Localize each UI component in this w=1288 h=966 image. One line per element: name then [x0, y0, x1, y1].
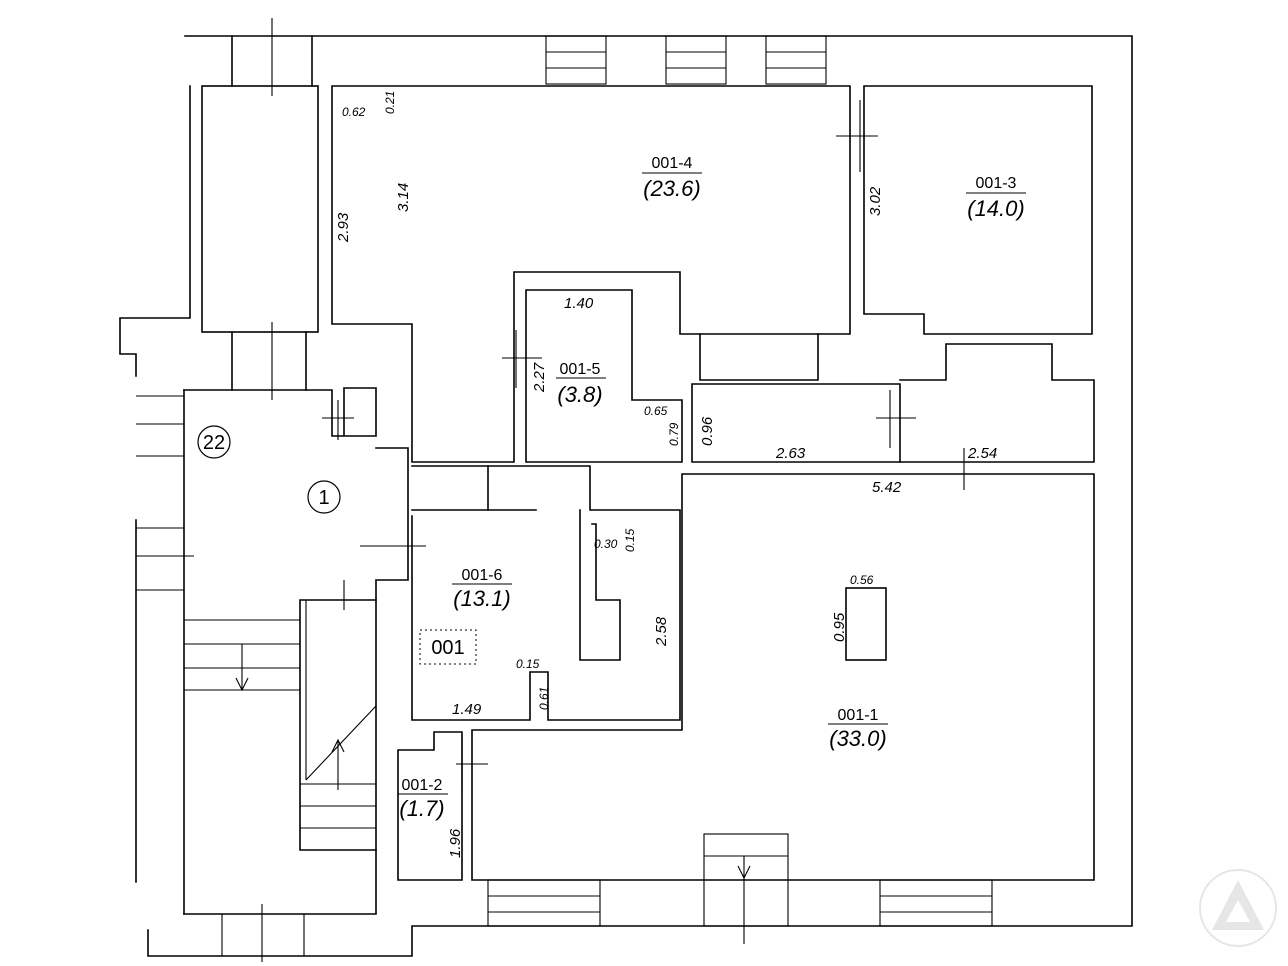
room-label-001-4: 001-4 (23.6) [642, 155, 702, 201]
dim-label: 2.27 [531, 362, 548, 393]
dim-label: 1.40 [564, 295, 594, 312]
room-area: (1.7) [399, 796, 444, 821]
room-001-2-walls [397, 731, 463, 881]
dim-label: 0.61 [537, 687, 551, 710]
dimensions: 0.62 0.21 3.14 2.93 3.02 1.40 2.27 0.65 … [335, 91, 997, 858]
room-area: (14.0) [967, 196, 1024, 221]
outer-walls [119, 35, 1133, 957]
dim-label: 3.14 [395, 183, 412, 212]
room-label-001-5: 001-5 (3.8) [556, 361, 606, 407]
room-label-001-6: 001-6 (13.1) [452, 567, 512, 611]
dim-label: 3.02 [867, 186, 884, 216]
room-001-5-walls [525, 289, 683, 463]
room-right-annex-walls [899, 343, 1095, 463]
room-id: 001-3 [976, 175, 1017, 192]
dim-label: 0.79 [667, 422, 681, 446]
stair-marker-circle [197, 425, 231, 459]
dim-label: 1.49 [452, 701, 482, 718]
stair-number: 22 [203, 432, 225, 454]
dim-label: 1.96 [447, 828, 464, 858]
dim-label: 2.58 [653, 616, 670, 647]
triangle-logo-icon [1199, 869, 1277, 947]
dim-label: 0.56 [850, 573, 874, 587]
room-id: 001-2 [402, 777, 443, 794]
room-area: (3.8) [557, 382, 602, 407]
dim-label: 2.63 [775, 445, 806, 462]
left-steps [136, 395, 194, 591]
dim-label: 0.15 [516, 657, 540, 671]
top-windows [545, 35, 827, 85]
dim-label: 0.95 [831, 612, 848, 642]
floor-marker-circle [307, 480, 341, 514]
room-001-4-walls [331, 85, 851, 463]
room-label-001-3: 001-3 (14.0) [966, 175, 1026, 221]
dim-label: 0.96 [699, 416, 716, 446]
dim-label: 0.65 [644, 404, 668, 418]
dim-label: 2.54 [967, 445, 997, 462]
dim-label: 0.15 [623, 528, 637, 552]
floor-number: 1 [318, 487, 329, 509]
dim-label: 0.62 [342, 105, 366, 119]
room-id: 001-5 [560, 361, 601, 378]
room-id: 001-1 [838, 707, 879, 724]
corridor-right-walls [699, 333, 819, 381]
dim-label: 0.21 [383, 91, 397, 114]
staircase [183, 35, 409, 956]
room-id: 001-6 [462, 567, 503, 584]
room-001-3-walls [863, 85, 1093, 335]
room-area: (13.1) [453, 586, 510, 611]
column [845, 587, 887, 661]
room-area: (23.6) [643, 176, 700, 201]
room-area: (33.0) [829, 726, 886, 751]
room-label-001-2: 001-2 (1.7) [398, 777, 448, 821]
bottom-windows [487, 833, 993, 944]
room-001-6-walls [411, 465, 681, 721]
room-label-001-1: 001-1 (33.0) [828, 707, 888, 751]
apartment-label: 001 [431, 637, 464, 659]
dim-label: 0.30 [594, 537, 618, 551]
dim-label: 5.42 [872, 479, 902, 496]
niche-walls [579, 509, 621, 661]
room-001-1-walls [471, 473, 1095, 881]
dim-label: 2.93 [335, 212, 352, 243]
door-ticks [261, 18, 998, 962]
room-id: 001-4 [652, 155, 693, 172]
